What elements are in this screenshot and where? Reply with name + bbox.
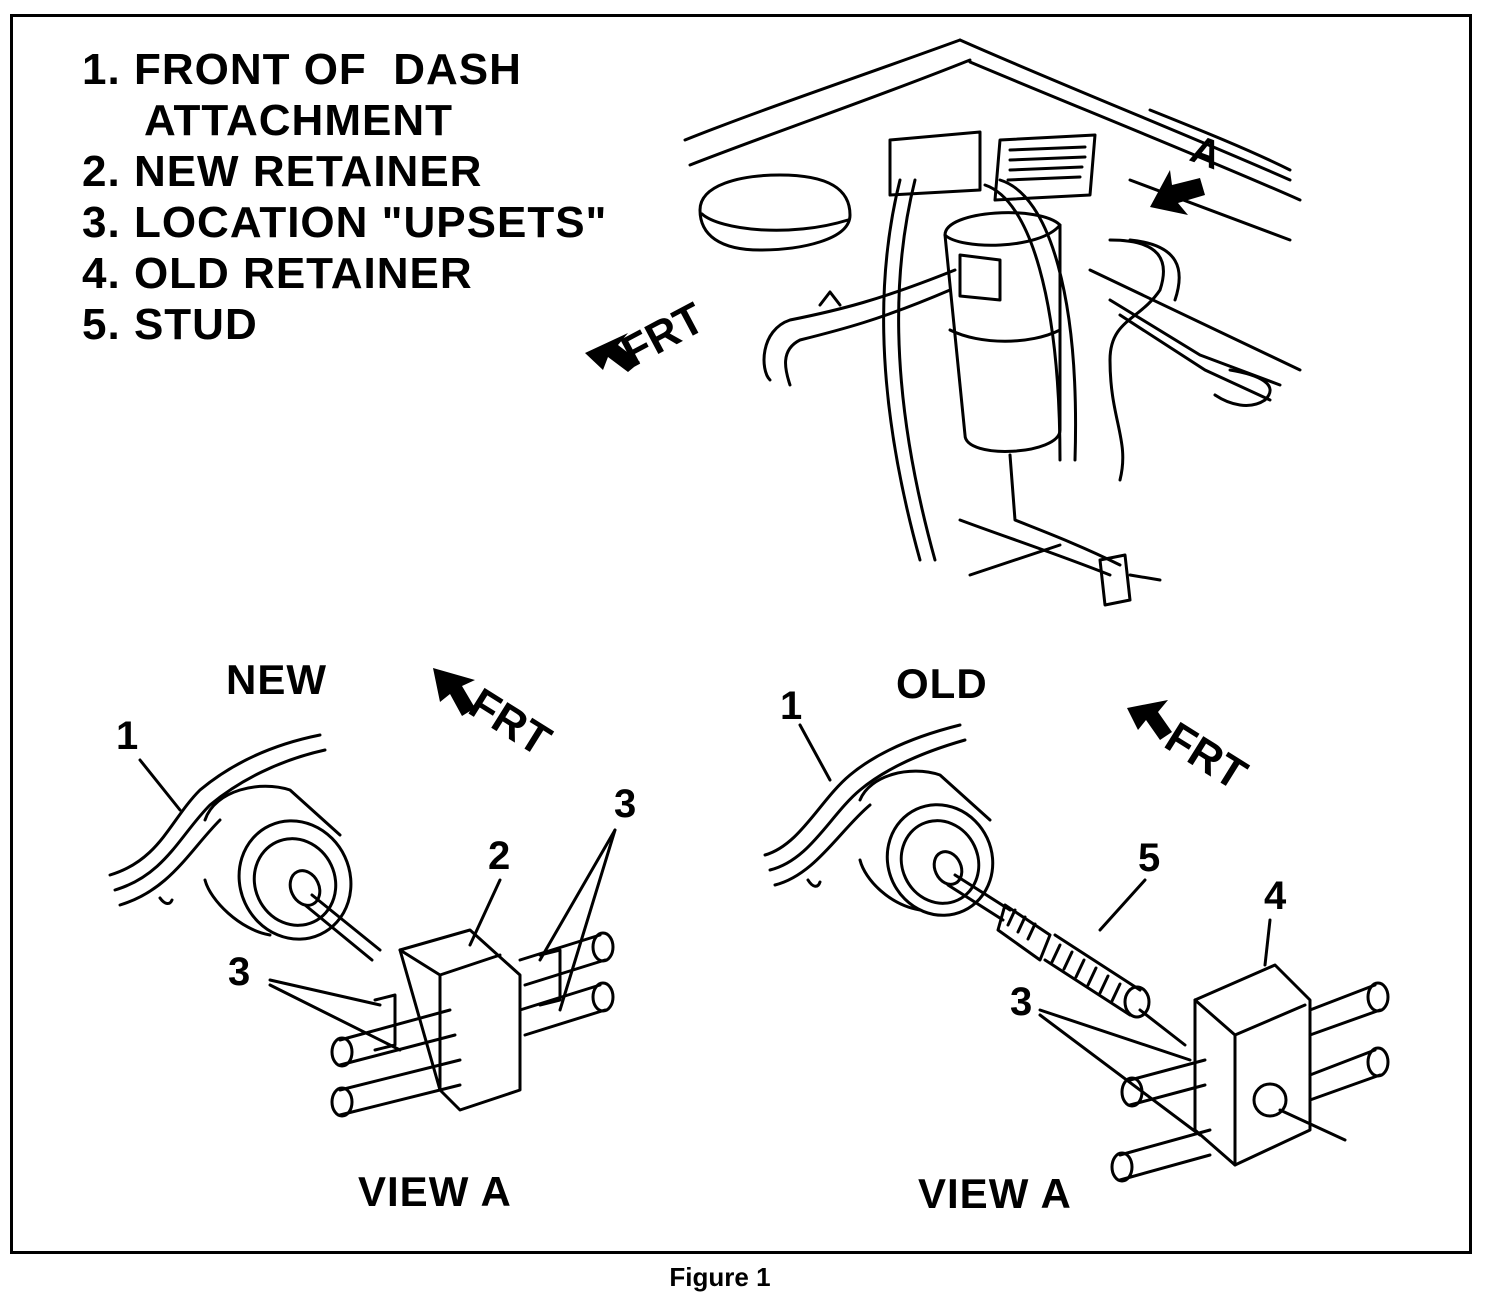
callout-old-5: 5 <box>1138 836 1161 880</box>
frt-label-new: FRT <box>461 679 560 766</box>
frt-arrow-old <box>1127 700 1172 740</box>
frt-label-old: FRT <box>1157 713 1256 800</box>
legend-item-1: 1. FRONT OF DASH <box>82 45 522 94</box>
callout-new-2: 2 <box>488 834 511 878</box>
legend: 1. FRONT OF DASH ATTACHMENT 2. NEW RETAI… <box>82 44 607 350</box>
new-label: NEW <box>226 656 327 703</box>
view-a-label-new: VIEW A <box>358 1168 512 1215</box>
view-ref-label: A <box>1185 127 1227 178</box>
callout-new-1: 1 <box>116 714 139 758</box>
legend-item-4: 4. OLD RETAINER <box>82 249 473 298</box>
legend-item-2: 2. NEW RETAINER <box>82 147 483 196</box>
figure-caption: Figure 1 <box>669 1262 771 1292</box>
callout-old-3: 3 <box>1010 980 1033 1024</box>
diagram-frame <box>10 14 1472 1254</box>
legend-item-5: 5. STUD <box>82 300 258 349</box>
legend-item-3: 3. LOCATION "UPSETS" <box>82 198 608 247</box>
callout-new-3b: 3 <box>614 782 637 826</box>
callout-old-4: 4 <box>1264 874 1287 918</box>
frt-arrow-main <box>585 333 640 372</box>
frt-arrow-new <box>433 668 475 716</box>
view-a-label-old: VIEW A <box>918 1170 1072 1217</box>
callout-new-3a: 3 <box>228 950 251 994</box>
new-view-a-illustration <box>108 733 617 1118</box>
old-label: OLD <box>896 660 988 707</box>
old-view-a-illustration <box>763 723 1390 1183</box>
legend-item-1-cont: ATTACHMENT <box>144 96 453 145</box>
engine-bay-illustration <box>683 38 1302 607</box>
view-a-arrow <box>1150 170 1205 215</box>
callout-old-1: 1 <box>780 684 803 728</box>
